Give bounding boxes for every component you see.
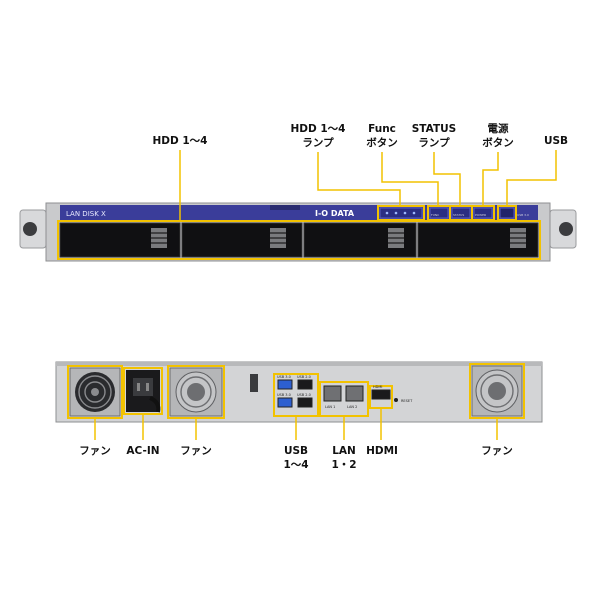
brand-label: LAN DISK X bbox=[66, 210, 106, 218]
hdd-highlight bbox=[57, 220, 541, 260]
front-leader-lines bbox=[179, 150, 557, 221]
reset-print: RESET bbox=[401, 399, 413, 403]
usb-print: USB 3.0 bbox=[517, 213, 529, 217]
status-lamp bbox=[451, 207, 471, 219]
hdd-lamp-callout-line1: HDD 1〜4 bbox=[290, 123, 346, 135]
func-callout-line2: ボタン bbox=[366, 137, 398, 149]
fan-right-callout: ファン bbox=[481, 445, 513, 457]
hdmi-print: HDMI bbox=[373, 385, 382, 389]
func-print: FUNC bbox=[431, 213, 439, 217]
hdd-lamp-callout-line2: ランプ bbox=[302, 137, 334, 149]
right-thumbscrew bbox=[559, 222, 573, 236]
func-button bbox=[429, 207, 449, 219]
hdd-led-group bbox=[379, 207, 423, 219]
rear-leader-lines bbox=[94, 408, 498, 440]
front-usb-port bbox=[499, 207, 515, 219]
rear-usb-ports bbox=[277, 379, 313, 408]
usb-a-print: USB 3.0 bbox=[277, 375, 291, 379]
hdd-callout: HDD 1〜4 bbox=[152, 135, 208, 147]
hdmi-callout: HDMI bbox=[366, 445, 398, 457]
rear-unit bbox=[55, 361, 543, 440]
lan-callout-line2: 1・2 bbox=[331, 459, 357, 471]
usb-b-print: USB 3.0 bbox=[277, 393, 291, 397]
lan-callout-line1: LAN bbox=[332, 445, 356, 457]
power-print: POWER bbox=[475, 213, 486, 217]
func-callout-line1: Func bbox=[368, 123, 396, 135]
fan-left-callout: ファン bbox=[79, 445, 111, 457]
status-callout-line2: ランプ bbox=[418, 137, 450, 149]
logo-label: I-O DATA bbox=[315, 209, 355, 218]
reset-hole bbox=[394, 398, 398, 402]
status-print: STATUS bbox=[453, 213, 464, 217]
hdmi-port bbox=[371, 389, 391, 400]
usb-d-print: USB 2.0 bbox=[297, 393, 311, 397]
lan-ports bbox=[323, 385, 364, 402]
power-button bbox=[473, 207, 493, 219]
hdd-lamp-highlight bbox=[377, 205, 425, 221]
lan1-print: LAN 1 bbox=[325, 405, 335, 409]
acin-callout: AC-IN bbox=[126, 445, 160, 457]
power-callout-line2: ボタン bbox=[482, 137, 514, 149]
usb-front-callout: USB bbox=[543, 135, 569, 147]
power-callout-line1: 電源 bbox=[487, 123, 509, 135]
usb-c-print: USB 2.0 bbox=[297, 375, 311, 379]
usb-rear-callout-line1: USB bbox=[283, 445, 309, 457]
fan-middle-callout: ファン bbox=[180, 445, 212, 457]
lan2-print: LAN 2 bbox=[347, 405, 357, 409]
status-callout-line1: STATUS bbox=[411, 123, 457, 135]
usb-rear-callout-line2: 1〜4 bbox=[283, 459, 309, 471]
left-thumbscrew bbox=[23, 222, 37, 236]
front-unit bbox=[19, 150, 577, 262]
